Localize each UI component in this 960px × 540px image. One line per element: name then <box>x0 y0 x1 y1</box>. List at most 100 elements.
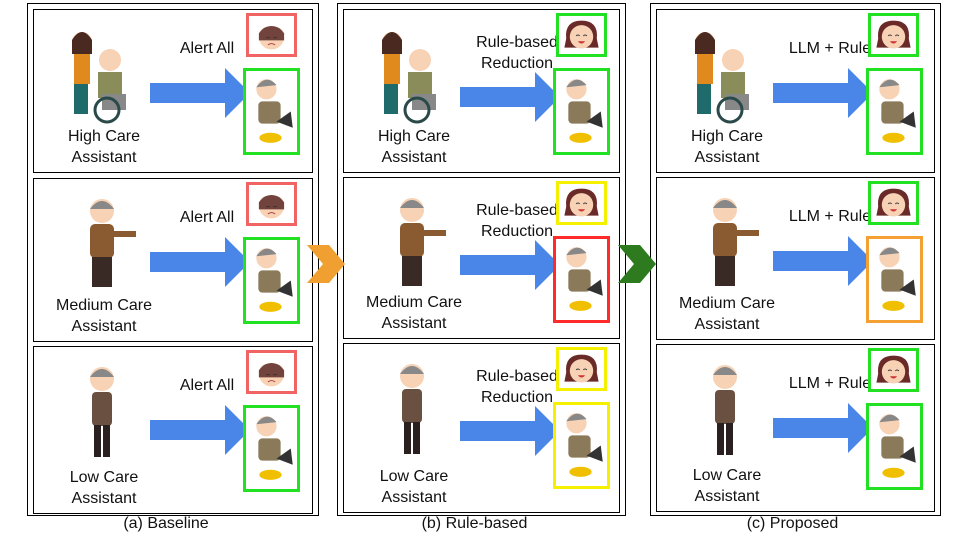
falling-elder-icon <box>556 405 607 486</box>
person-label-line2: Assistant <box>381 149 447 166</box>
person-label-line1: Medium Care <box>55 297 153 314</box>
person-low-care-icon <box>675 359 775 459</box>
alert-caregiver-box <box>868 348 919 392</box>
person-label-line2: Assistant <box>71 490 137 507</box>
person-label-line1: Medium Care <box>365 294 463 311</box>
action-label-line1: LLM + Rule <box>788 40 872 57</box>
falling-elder-icon <box>869 71 920 152</box>
person-label-line1: Low Care <box>379 468 449 485</box>
person-medium-care-icon <box>52 193 152 293</box>
falling-elder-icon <box>556 239 607 320</box>
person-label-line2: Assistant <box>71 149 137 166</box>
person-medium-care-icon <box>675 192 775 292</box>
action-label: LLM + Rule <box>765 38 895 59</box>
fall-alert-box <box>243 405 300 492</box>
caregiver-face-icon <box>249 185 294 223</box>
falling-elder-icon <box>246 408 297 489</box>
caregiver-face-icon <box>871 351 916 389</box>
right-arrow-icon <box>150 405 250 455</box>
right-arrow-icon <box>773 68 873 118</box>
right-arrow-icon <box>150 237 250 287</box>
action-label-line2: Reduction <box>480 55 554 72</box>
caregiver-face-icon <box>559 350 604 388</box>
caregiver-face-icon <box>559 16 604 54</box>
person-medium-care-icon <box>362 192 462 292</box>
fall-alert-box <box>866 236 923 323</box>
action-label: Alert All <box>142 207 272 228</box>
person-high-care-icon <box>675 24 775 124</box>
caption-proposed: (c) Proposed <box>746 515 839 532</box>
right-arrow-icon <box>460 240 560 290</box>
fall-alert-box <box>866 403 923 490</box>
alert-caregiver-box <box>556 13 607 57</box>
alert-caregiver-box <box>246 182 297 226</box>
fall-alert-box <box>553 236 610 323</box>
chevron-right-green-icon <box>616 243 658 285</box>
caption-rule-based: (b) Rule-based <box>421 515 528 532</box>
person-label-line1: Low Care <box>692 467 762 484</box>
falling-elder-icon <box>246 240 297 321</box>
person-high-care-icon <box>52 24 152 124</box>
right-arrow-icon <box>150 68 250 118</box>
action-label: Alert All <box>142 38 272 59</box>
person-label-line2: Assistant <box>71 318 137 335</box>
person-label-line2: Assistant <box>381 489 447 506</box>
alert-caregiver-box <box>868 13 919 57</box>
action-label: LLM + Rule <box>765 373 895 394</box>
fall-alert-box <box>243 237 300 324</box>
action-label-line1: LLM + Rule <box>788 208 872 225</box>
person-high-care-icon <box>362 24 462 124</box>
fall-alert-box <box>866 68 923 155</box>
chevron-right-orange-icon <box>305 243 347 285</box>
person-label-line1: Low Care <box>69 469 139 486</box>
fall-alert-box <box>243 68 300 155</box>
person-label-line1: High Care <box>377 128 451 145</box>
action-label: Alert All <box>142 375 272 396</box>
caption-baseline: (a) Baseline <box>123 515 209 532</box>
fall-alert-box <box>553 68 610 155</box>
falling-elder-icon <box>869 239 920 320</box>
right-arrow-icon <box>773 236 873 286</box>
person-low-care-icon <box>52 361 152 461</box>
action-label-line1: Alert All <box>179 40 235 57</box>
caregiver-face-icon <box>871 16 916 54</box>
alert-caregiver-box <box>556 347 607 391</box>
action-label-line1: Alert All <box>179 209 235 226</box>
action-label-line2: Reduction <box>480 389 554 406</box>
falling-elder-icon <box>556 71 607 152</box>
falling-elder-icon <box>869 406 920 487</box>
caregiver-face-icon <box>559 184 604 222</box>
person-low-care-icon <box>362 358 462 458</box>
caregiver-face-icon <box>249 16 294 54</box>
right-arrow-icon <box>460 406 560 456</box>
falling-elder-icon <box>246 71 297 152</box>
action-label-line1: Rule-based <box>476 368 558 385</box>
caregiver-face-icon <box>871 184 916 222</box>
person-label-line2: Assistant <box>381 315 447 332</box>
person-label-line1: Medium Care <box>678 295 776 312</box>
right-arrow-icon <box>773 403 873 453</box>
action-label-line2: Reduction <box>480 223 554 240</box>
person-label-line2: Assistant <box>694 149 760 166</box>
person-label-line1: High Care <box>690 128 764 145</box>
person-label-line2: Assistant <box>694 488 760 505</box>
